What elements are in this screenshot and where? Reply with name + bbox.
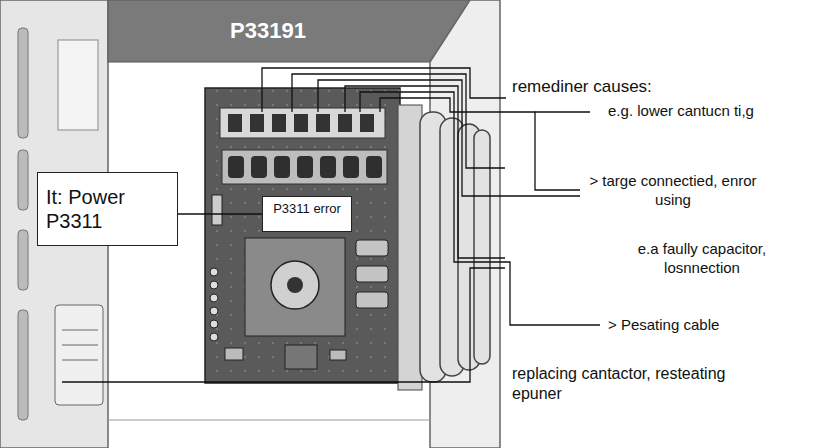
annotation-label: > targe connectied, enror using	[588, 172, 758, 210]
case-top-panel	[108, 0, 470, 62]
pin-hole	[210, 294, 218, 302]
port	[212, 195, 222, 225]
chip	[251, 156, 267, 178]
pin-hole	[210, 268, 218, 276]
pin-hole	[210, 307, 218, 315]
pin	[360, 114, 374, 132]
heatsink-fin	[474, 130, 490, 364]
pin-hole	[210, 281, 218, 289]
error-label-box: P3311 error	[262, 196, 352, 232]
annotation-label: remediner causes:	[512, 76, 742, 97]
pin	[294, 114, 308, 132]
fan	[271, 261, 319, 309]
vent-slot	[18, 28, 28, 138]
pin	[338, 114, 352, 132]
pin	[272, 114, 286, 132]
vent-slot	[18, 150, 28, 210]
fan-housing	[245, 238, 345, 336]
pin	[316, 114, 330, 132]
case-floor	[108, 420, 430, 421]
pin	[250, 114, 264, 132]
drive-bay	[55, 305, 103, 405]
annotation-label: e.a faully capacitor, losnnection	[612, 240, 792, 278]
chip	[366, 156, 382, 178]
title: P33191	[230, 18, 306, 44]
vent-slot	[18, 310, 28, 420]
annotation-label: replacing cantactor, resteating epuner	[512, 364, 772, 404]
chip	[297, 156, 313, 178]
node-text: P3311 error	[267, 201, 347, 217]
chip-row	[222, 150, 387, 184]
component	[356, 240, 388, 256]
pin-hole	[210, 333, 218, 341]
chip	[228, 156, 244, 178]
chip	[274, 156, 290, 178]
component	[356, 292, 388, 308]
drive-slot	[62, 330, 98, 331]
leader-line	[292, 74, 505, 168]
connector-header	[220, 108, 385, 138]
vent-slot	[18, 230, 28, 290]
component	[285, 345, 317, 369]
leader-line	[535, 111, 590, 112]
drive-bay	[58, 40, 98, 130]
fan-hub	[287, 277, 303, 293]
leader-line	[318, 80, 580, 196]
component	[330, 350, 346, 360]
annotation-label: > Pesating cable	[608, 316, 798, 335]
chip	[320, 156, 336, 178]
pin	[228, 114, 242, 132]
drive-slot	[62, 345, 98, 346]
pin-hole	[210, 320, 218, 328]
annotation-label: e.g. lower cantucn ti,g	[596, 102, 766, 121]
chip	[343, 156, 359, 178]
heatsink-plate	[398, 105, 422, 390]
component	[356, 266, 388, 282]
node-text: It: Power P3311	[46, 185, 169, 233]
drive-slot	[62, 360, 98, 361]
callout-box: It: Power P3311	[37, 172, 178, 246]
motherboard	[205, 88, 400, 383]
leader-line	[62, 268, 505, 382]
component	[225, 348, 243, 360]
leader-line	[360, 92, 600, 325]
connector-line	[178, 213, 262, 215]
board-texture	[205, 88, 400, 383]
